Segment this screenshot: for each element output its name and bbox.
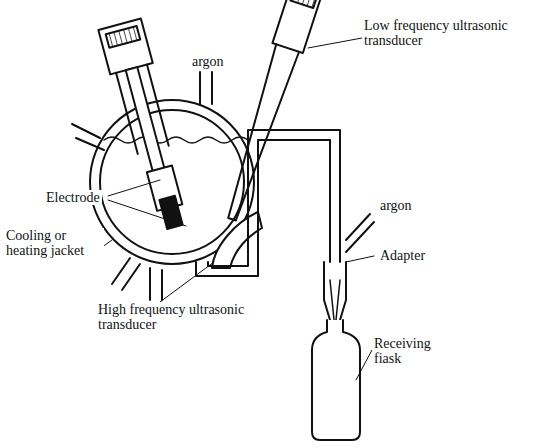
electrode-assembly [98,19,195,233]
outlet-tube [208,130,340,266]
part-label: Electrode [44,190,102,205]
cell-flask [100,110,244,254]
receiving-flask [312,320,360,440]
liquid-surface [104,137,248,143]
part-label: High frequency ultrasonic transducer [96,302,260,332]
high-frequency-transducer [212,212,262,268]
part-label: Cooling or heating jacket [4,228,104,258]
part-label: Adapter [378,248,427,263]
argon-inlet [200,72,212,104]
part-label: argon [378,198,414,213]
outlet-tube [196,140,330,276]
part-label: Receiving fiask [372,336,456,366]
low-frequency-transducer [217,0,325,224]
part-label: argon [190,54,226,69]
adapter [324,214,374,330]
part-label: Low frequency ultrasonic transducer [362,18,516,48]
